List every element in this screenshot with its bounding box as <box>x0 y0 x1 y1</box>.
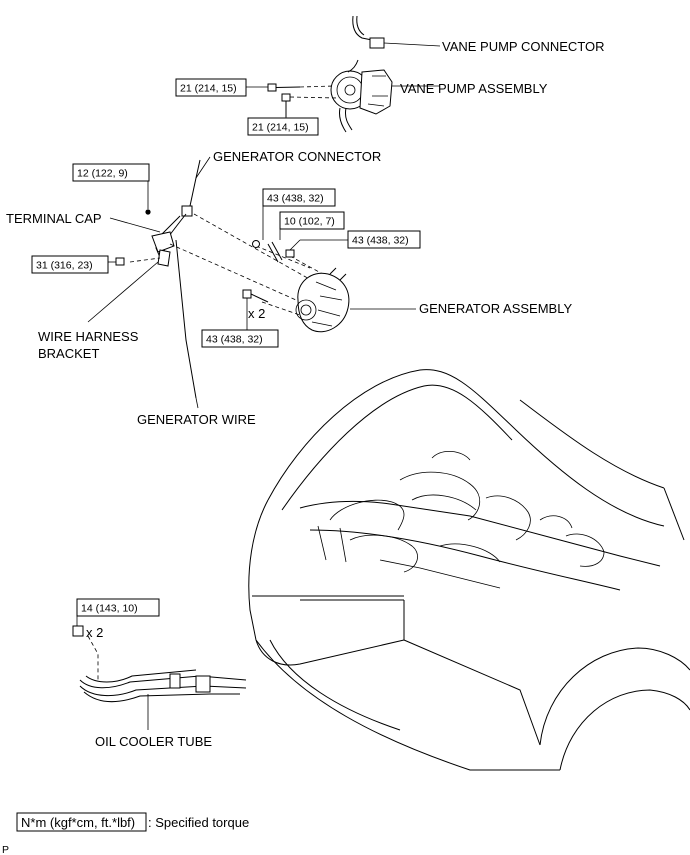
vane-pump-torque-upper-box <box>175 78 247 97</box>
wire-harness-bracket-part <box>157 249 171 267</box>
generator-lower-torque: 43 (438, 32) <box>206 334 263 346</box>
corner-mark: P <box>2 844 9 855</box>
generator-group: 12 (122, 9) 31 (316, 23) 43 (438, 32) 10… <box>6 149 572 427</box>
oil-cooler-group: 14 (143, 10) x 2 OIL COOLER TUBE <box>72 598 247 749</box>
vane-pump-bolt-lower <box>281 93 339 117</box>
oil-cooler-tube-part <box>79 669 247 702</box>
generator-connector-nut <box>145 209 151 215</box>
terminal-nut <box>115 257 125 266</box>
terminal-cap-label: TERMINAL CAP <box>6 211 102 226</box>
vane-pump-group: 21 (214, 15) 21 (214, 15) VANE PUMP CONN… <box>175 15 605 136</box>
vane-pump-assembly-label: VANE PUMP ASSEMBLY <box>400 81 548 96</box>
generator-top-nut <box>252 240 260 248</box>
legend-unit-box <box>16 812 147 832</box>
generator-stud-torque-box <box>279 211 345 230</box>
wire-harness-bracket-label-1: WIRE HARNESS <box>38 329 139 344</box>
generator-connector-torque: 12 (122, 9) <box>77 168 128 180</box>
vane-pump-torque-lower-box <box>247 117 319 136</box>
oil-cooler-bolt <box>72 625 84 637</box>
terminal-cap-part <box>151 231 175 253</box>
vane-pump-assembly-part <box>330 59 393 133</box>
legend-description: : Specified torque <box>148 815 249 830</box>
vane-pump-bolt-upper <box>267 83 336 92</box>
oil-cooler-torque-box <box>76 598 160 617</box>
generator-right-torque: 43 (438, 32) <box>352 235 409 247</box>
vehicle-outline <box>248 369 690 771</box>
generator-top-torque: 43 (438, 32) <box>267 193 324 205</box>
generator-right-bolt <box>285 249 295 258</box>
torque-legend: N*m (kgf*cm, ft.*lbf) : Specified torque <box>16 812 249 832</box>
generator-stud-torque: 10 (102, 7) <box>284 216 335 228</box>
generator-assembly-label: GENERATOR ASSEMBLY <box>419 301 572 316</box>
oil-cooler-tube-label: OIL COOLER TUBE <box>95 734 212 749</box>
vane-pump-connector-label: VANE PUMP CONNECTOR <box>442 39 605 54</box>
generator-assembly-part <box>295 267 350 333</box>
generator-top-torque-box <box>262 188 336 207</box>
generator-connector-label: GENERATOR CONNECTOR <box>213 149 381 164</box>
terminal-torque-box <box>31 255 109 274</box>
terminal-torque: 31 (316, 23) <box>36 260 93 272</box>
wire-harness-bracket-label-2: BRACKET <box>38 346 99 361</box>
vane-pump-connector-part <box>369 37 385 49</box>
generator-lower-torque-box <box>201 329 279 348</box>
generator-right-torque-box <box>347 230 421 249</box>
generator-wire-label: GENERATOR WIRE <box>137 412 256 427</box>
vane-pump-torque-lower: 21 (214, 15) <box>252 122 309 134</box>
generator-lower-qty: x 2 <box>248 306 265 321</box>
oil-cooler-qty: x 2 <box>86 625 103 640</box>
generator-connector-torque-box <box>72 163 150 182</box>
generator-lower-bolt <box>242 289 252 299</box>
generator-connector-part <box>181 205 193 217</box>
vane-pump-torque-upper: 21 (214, 15) <box>180 83 237 95</box>
oil-cooler-torque: 14 (143, 10) <box>81 603 138 615</box>
legend-unit-text: N*m (kgf*cm, ft.*lbf) <box>21 815 135 830</box>
